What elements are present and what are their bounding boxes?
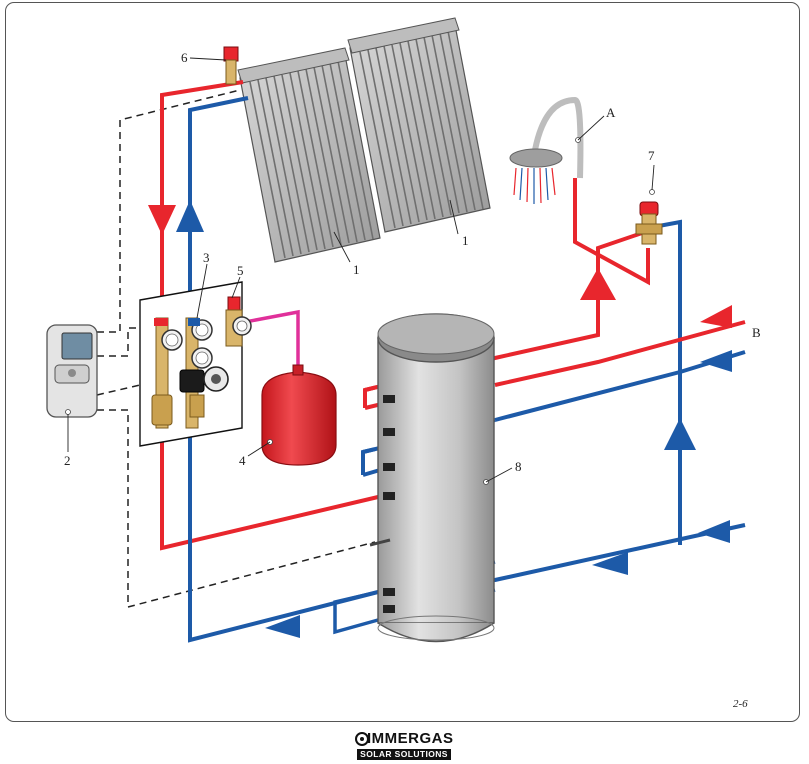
lower-coil-pipe bbox=[333, 590, 379, 635]
label-expansion-vessel: 4 bbox=[239, 453, 246, 468]
label-mixing-valve: 7 bbox=[648, 148, 655, 163]
flow-arrow-left-red bbox=[700, 305, 732, 328]
controller-wiring bbox=[96, 89, 376, 608]
label-collector-right: 1 bbox=[462, 233, 469, 248]
leader-lines bbox=[67, 57, 655, 483]
flow-arrow-left-blue bbox=[700, 350, 732, 372]
flow-arrow-up-blue bbox=[176, 200, 204, 232]
flow-arrow-left-blue-mid bbox=[592, 552, 628, 575]
flow-arrow-up-blue-right bbox=[664, 418, 696, 450]
hot-b-pipe bbox=[494, 320, 746, 387]
flow-arrow-up-red bbox=[580, 268, 616, 300]
logo-mark-icon bbox=[355, 732, 369, 746]
flow-arrow-down-red bbox=[148, 205, 176, 235]
shower-pipe bbox=[573, 178, 650, 286]
flow-arrow-left-blue-bottom bbox=[698, 520, 730, 543]
shower-head bbox=[509, 96, 584, 204]
label-collector-left: 1 bbox=[353, 262, 360, 277]
figure-number: 2-6 bbox=[733, 698, 748, 710]
logo-tagline: SOLAR SOLUTIONS bbox=[357, 749, 451, 760]
safety-valve bbox=[225, 296, 252, 347]
solar-collector-right bbox=[347, 17, 491, 233]
label-controller: 2 bbox=[64, 453, 71, 468]
air-vent bbox=[223, 46, 239, 85]
label-shower: A bbox=[606, 105, 616, 120]
label-storage-tank: 8 bbox=[515, 459, 522, 474]
immergas-logo: IMMERGAS SOLAR SOLUTIONS bbox=[355, 729, 453, 761]
cold-bypass-pipe bbox=[647, 219, 682, 545]
label-air-vent: 6 bbox=[181, 50, 188, 65]
hot-dhw-pipe bbox=[363, 230, 646, 408]
mixing-valve bbox=[635, 189, 663, 245]
logo-brand: IMMERGAS bbox=[367, 730, 454, 747]
solar-controller bbox=[46, 324, 98, 418]
diagram-frame bbox=[5, 2, 800, 722]
expansion-vessel bbox=[261, 364, 337, 466]
solar-collector-left bbox=[237, 47, 381, 263]
label-safety-valve: 5 bbox=[237, 263, 244, 278]
expansion-pipe bbox=[244, 309, 300, 370]
flow-arrow-left-blue-low bbox=[265, 615, 300, 638]
label-mains: B bbox=[752, 325, 761, 340]
pump-group bbox=[139, 281, 243, 447]
storage-tank bbox=[369, 313, 495, 643]
label-pump-group: 3 bbox=[203, 250, 210, 265]
